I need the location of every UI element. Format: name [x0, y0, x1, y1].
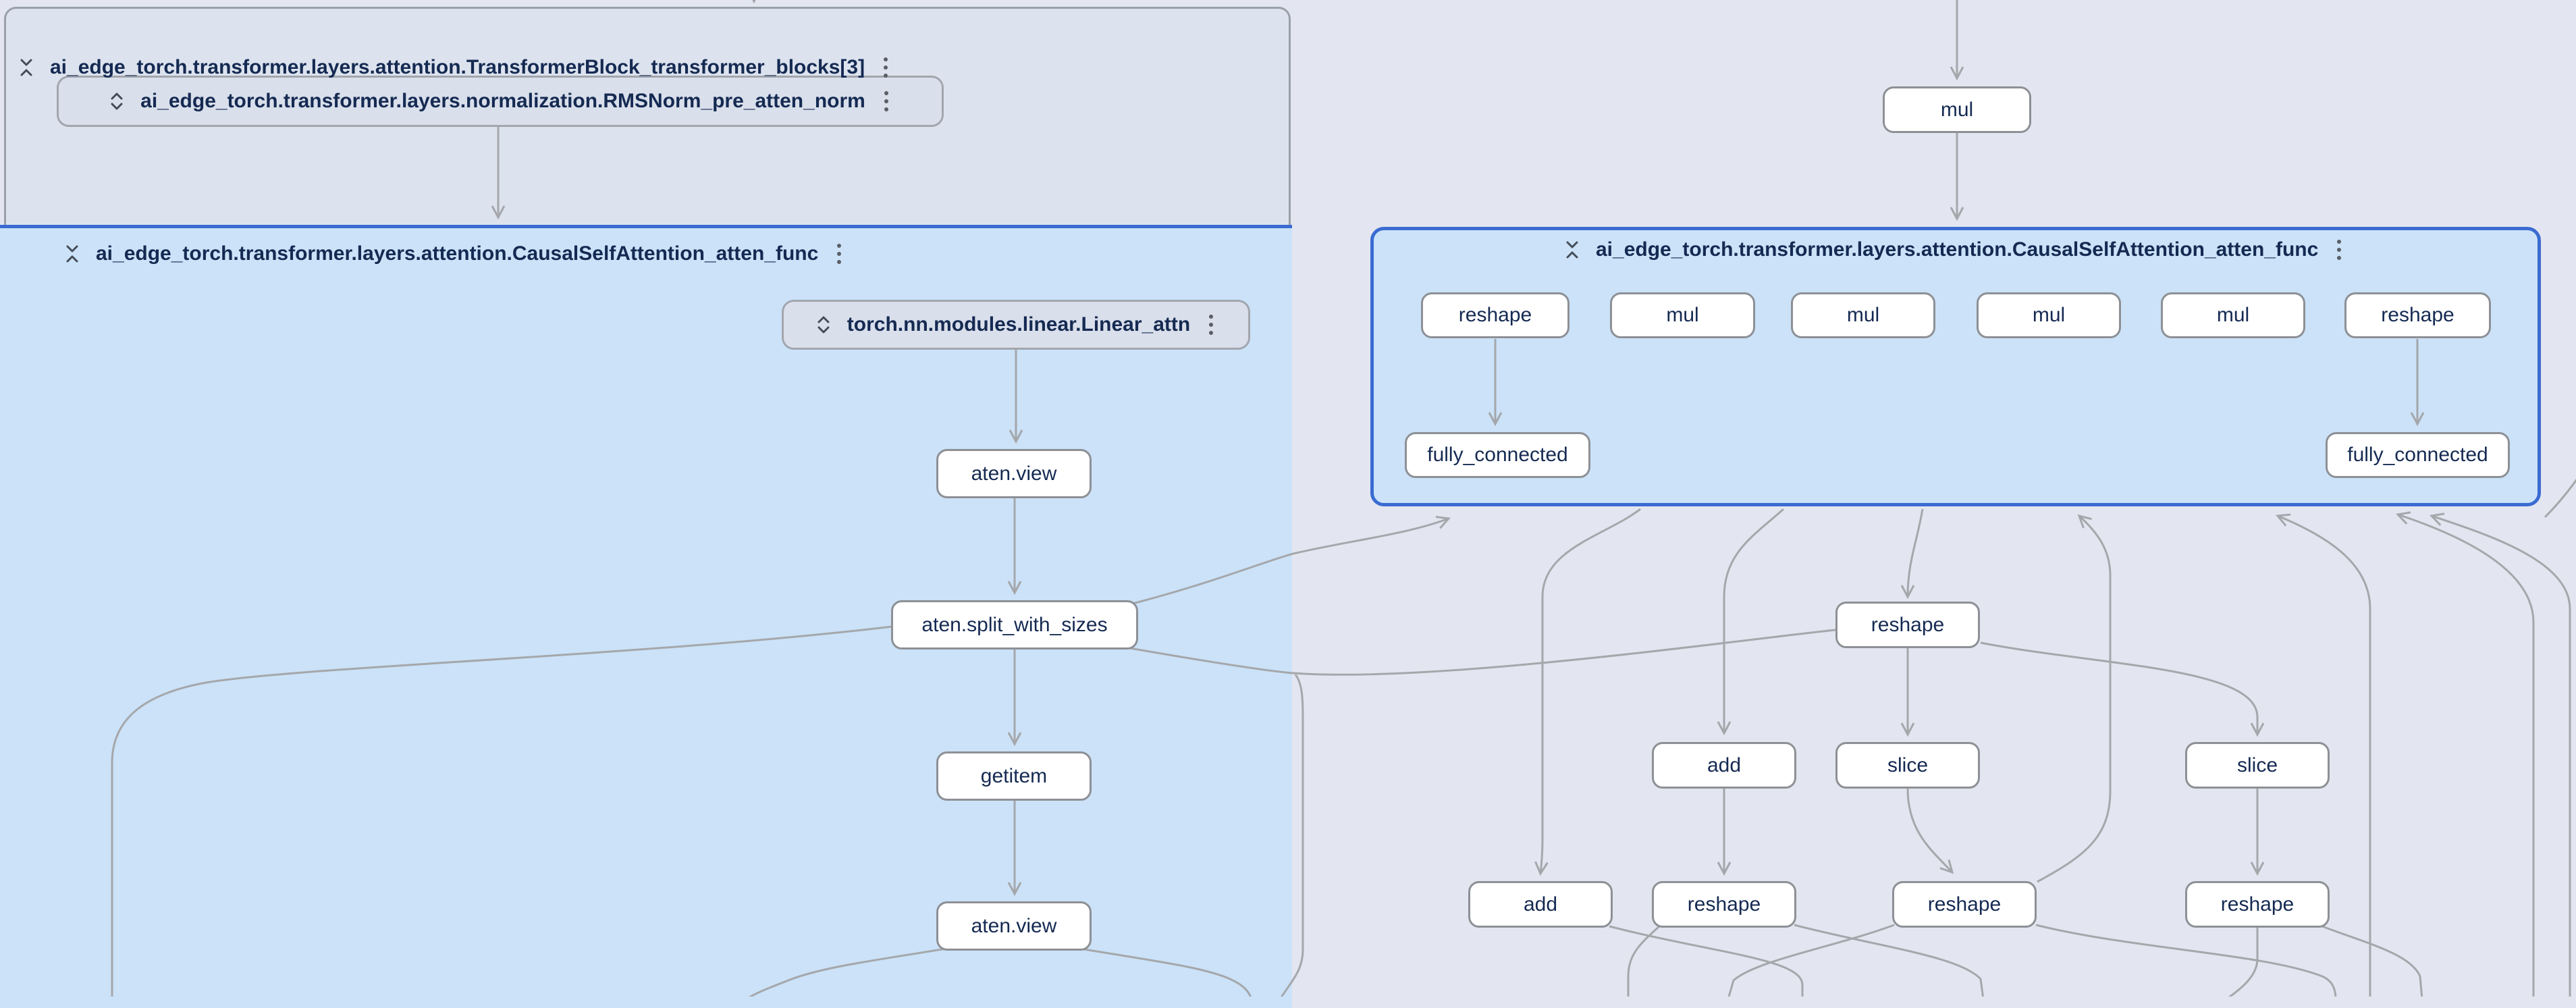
op-node-aten-split-with-sizes[interactable]: aten.split_with_sizes — [891, 600, 1138, 649]
op-node-reshape-a[interactable]: reshape — [1652, 881, 1796, 928]
op-node-label: reshape — [1871, 613, 1945, 636]
op-node-label: reshape — [1687, 893, 1761, 916]
op-node-aten-view-2[interactable]: aten.view — [936, 901, 1092, 951]
module-node-linear-attn[interactable]: torch.nn.modules.linear.Linear_attn — [782, 300, 1250, 350]
kebab-menu-icon[interactable] — [880, 55, 892, 80]
op-node-label: slice — [1887, 753, 1928, 776]
op-node-rp-mul-2[interactable]: mul — [1791, 292, 1935, 338]
module-node-label: torch.nn.modules.linear.Linear_attn — [847, 313, 1191, 336]
op-node-label: reshape — [2381, 304, 2454, 326]
op-node-label: aten.view — [971, 462, 1057, 485]
op-node-label: mul — [1846, 304, 1880, 326]
attention-right-header[interactable]: ai_edge_torch.transformer.layers.attenti… — [1563, 232, 2345, 267]
op-node-label: slice — [2236, 753, 2278, 776]
op-node-label: add — [1523, 893, 1558, 916]
op-node-label: reshape — [1927, 893, 2002, 916]
op-node-reshape-b[interactable]: reshape — [1892, 881, 2037, 928]
op-node-label: reshape — [1458, 304, 1532, 326]
panel-title: ai_edge_torch.transformer.layers.attenti… — [96, 242, 819, 265]
op-node-reshape-c[interactable]: reshape — [2185, 881, 2330, 928]
kebab-menu-icon[interactable] — [2333, 237, 2345, 263]
expand-icon[interactable] — [108, 91, 126, 111]
panel-title: ai_edge_torch.transformer.layers.attenti… — [1596, 238, 2319, 261]
op-node-rp-reshape-1[interactable]: reshape — [1421, 292, 1569, 338]
op-node-label: reshape — [2220, 893, 2295, 916]
op-node-rp-mul-1[interactable]: mul — [1610, 292, 1755, 338]
op-node-label: mul — [1940, 98, 1974, 121]
op-node-label: aten.view — [971, 914, 1057, 937]
op-node-aten-view-1[interactable]: aten.view — [936, 449, 1092, 498]
op-node-slice-2[interactable]: slice — [2185, 742, 2330, 789]
panel-title: ai_edge_torch.transformer.layers.attenti… — [50, 56, 865, 78]
collapse-icon[interactable] — [18, 57, 35, 78]
op-node-getitem[interactable]: getitem — [936, 751, 1092, 801]
expand-icon[interactable] — [815, 315, 832, 335]
op-node-label: mul — [2032, 304, 2066, 326]
kebab-menu-icon[interactable] — [880, 88, 892, 114]
op-node-add-2[interactable]: add — [1468, 881, 1613, 928]
op-node-label: fully_connected — [2347, 444, 2488, 466]
op-node-label: getitem — [980, 764, 1048, 787]
collapse-icon[interactable] — [1563, 240, 1581, 260]
module-node-label: ai_edge_torch.transformer.layers.normali… — [140, 90, 865, 112]
transformer-block-header[interactable]: ai_edge_torch.transformer.layers.attenti… — [18, 50, 892, 85]
module-node-rms-norm[interactable]: ai_edge_torch.transformer.layers.normali… — [57, 76, 944, 127]
op-node-label: mul — [2216, 304, 2250, 326]
op-node-rp-mul-4[interactable]: mul — [2161, 292, 2305, 338]
op-node-add-1[interactable]: add — [1652, 742, 1796, 789]
op-node-fully-connected-right[interactable]: fully_connected — [2326, 432, 2510, 478]
op-node-rp-reshape-2[interactable]: reshape — [2344, 292, 2491, 338]
kebab-menu-icon[interactable] — [833, 241, 845, 267]
op-node-label: fully_connected — [1427, 444, 1568, 466]
op-node-label: add — [1707, 753, 1742, 776]
kebab-menu-icon[interactable] — [1205, 312, 1217, 338]
op-node-label: aten.split_with_sizes — [921, 613, 1108, 636]
op-node-mul-top[interactable]: mul — [1883, 86, 2031, 133]
collapse-icon[interactable] — [63, 244, 81, 264]
op-node-reshape-top[interactable]: reshape — [1835, 602, 1980, 648]
op-node-fully-connected-left[interactable]: fully_connected — [1405, 432, 1590, 478]
op-node-rp-mul-3[interactable]: mul — [1977, 292, 2121, 338]
op-node-label: mul — [1666, 304, 1699, 326]
op-node-slice-1[interactable]: slice — [1835, 742, 1980, 789]
attention-left-header[interactable]: ai_edge_torch.transformer.layers.attenti… — [63, 236, 845, 271]
